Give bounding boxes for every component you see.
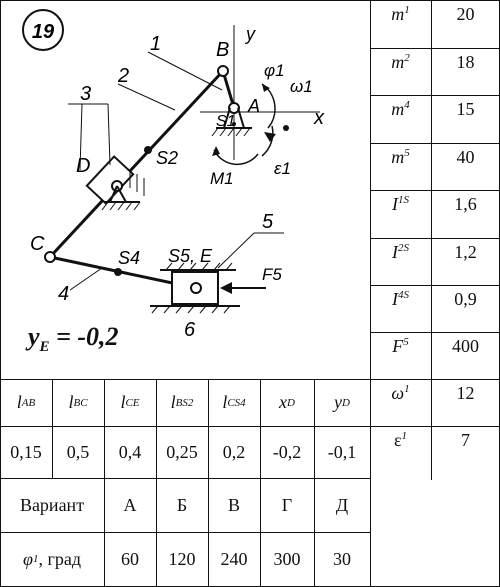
angle-v: 240 <box>220 548 248 569</box>
value-lab: 0,15 <box>10 441 42 462</box>
label-moment: M1 <box>210 169 234 188</box>
variant-g: Г <box>281 494 293 515</box>
variant-b: Б <box>176 494 188 515</box>
joint-c <box>44 251 56 263</box>
mass-center-s1b <box>283 125 289 131</box>
label-link-2: 2 <box>117 65 129 87</box>
joint-b <box>217 65 229 77</box>
mass-center-s1 <box>232 122 236 126</box>
value-lbs2: 0,25 <box>166 441 198 462</box>
label-link-3: 3 <box>80 83 91 105</box>
value-yd: -0,1 <box>327 441 357 462</box>
crank-ab <box>221 70 236 109</box>
link-bc <box>48 69 225 259</box>
value-lcs4: 0,2 <box>222 441 246 462</box>
label-omega: ω1 <box>290 77 313 96</box>
ye-formula: yE = -0,2 <box>28 322 119 356</box>
label-s2: S2 <box>156 148 178 168</box>
label-eps: ε1 <box>274 159 291 178</box>
moment-arc <box>213 149 259 166</box>
label-link-6: 6 <box>184 319 196 341</box>
label-s1: S1 <box>216 113 236 130</box>
mechanism-diagram: 19 <box>22 9 325 341</box>
joint-e <box>190 282 202 294</box>
variant-number: 19 <box>32 21 55 43</box>
param-m4-value: 15 <box>456 99 475 119</box>
param-m5-value: 40 <box>456 147 475 167</box>
label-link-4: 4 <box>58 283 69 305</box>
label-phi: φ1 <box>264 61 285 80</box>
mass-center-s2 <box>144 146 152 154</box>
variant-circle <box>22 9 64 51</box>
label-force: F5 <box>262 265 282 284</box>
angle-b: 120 <box>168 548 196 569</box>
param-m1-value: 20 <box>456 4 475 24</box>
label-point-d: D <box>76 155 90 177</box>
param-i1s-value: 1,6 <box>454 194 477 214</box>
variant-label: Вариант <box>19 494 85 515</box>
label-link-5: 5 <box>262 211 274 233</box>
variant-d: Д <box>335 494 349 515</box>
label-s4: S4 <box>118 248 140 268</box>
param-m2-value: 18 <box>456 52 475 72</box>
variant-v: В <box>227 494 240 515</box>
param-i4s-value: 0,9 <box>454 289 477 309</box>
value-lbc: 0,5 <box>66 441 90 462</box>
angle-a: 60 <box>121 548 139 569</box>
mass-center-s4 <box>114 268 122 276</box>
variant-a: А <box>123 494 137 515</box>
label-axis-y: y <box>244 24 256 44</box>
eps-arc <box>261 125 274 157</box>
param-f5-value: 400 <box>452 336 479 356</box>
param-omega1-value: 12 <box>456 383 475 403</box>
label-point-c: C <box>30 233 45 255</box>
label-axis-x: x <box>313 107 325 129</box>
label-point-b: B <box>216 39 229 61</box>
label-link-1: 1 <box>150 33 161 55</box>
param-eps1-value: 7 <box>461 430 470 450</box>
value-xd: -0,2 <box>272 441 302 462</box>
value-lce: 0,4 <box>118 441 142 462</box>
label-point-a: A <box>247 96 260 116</box>
label-point-e: S5, E <box>168 246 213 266</box>
param-i2s-value: 1,2 <box>454 242 477 262</box>
angle-g: 300 <box>273 548 301 569</box>
angle-d: 30 <box>333 548 351 569</box>
pivot-a <box>228 102 240 114</box>
